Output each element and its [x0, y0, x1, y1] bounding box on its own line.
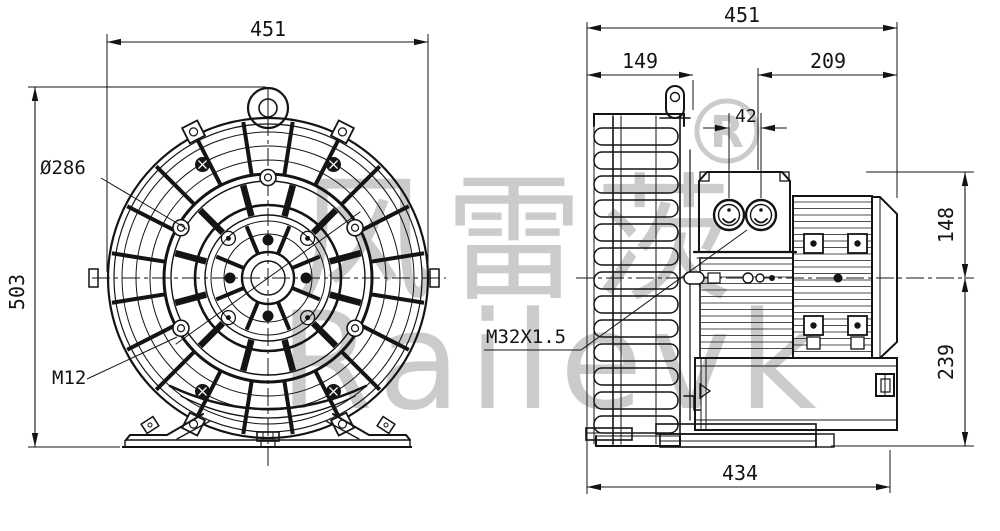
dim-motor-length: 209: [810, 49, 846, 73]
registered-trademark-icon: R: [694, 98, 760, 164]
dim-axis-height: 239: [934, 344, 958, 380]
svg-text:R: R: [710, 107, 744, 158]
cable-gland-right: [744, 198, 778, 232]
dim-front-overall-height: 503: [5, 274, 29, 310]
label-cable-gland-thread: M32X1.5: [486, 326, 566, 348]
label-guard-diameter: Ø286: [40, 157, 86, 179]
dim-housing-width: 149: [622, 49, 658, 73]
dim-side-overall-width: 451: [724, 3, 760, 27]
front-centerlines: [92, 88, 446, 470]
side-dimensions: 451 149 209 42 148 239 434 M32X1.5: [484, 3, 974, 494]
cable-gland-left: [712, 198, 746, 232]
shaft-details: [683, 271, 843, 285]
base-silencer-box: [694, 357, 898, 431]
dim-front-overall-width: 451: [250, 17, 286, 41]
motor-mount-blocks: [803, 233, 868, 350]
front-view: 451 503 Ø286 M12: [5, 17, 446, 470]
lifting-eye-front: [246, 86, 290, 130]
base-plate: [585, 423, 835, 448]
front-dimensions: 451 503 Ø286 M12: [5, 17, 429, 448]
lifting-eye-side: [659, 85, 691, 119]
dim-height-above-axis: 148: [934, 207, 958, 243]
side-view: 451 149 209 42 148 239 434 M32X1.5: [484, 3, 974, 494]
fan-guard-spokes: [111, 119, 425, 437]
fan-guard: [88, 116, 440, 440]
dim-gland-spacing: 42: [735, 106, 757, 127]
terminal-box: [692, 171, 798, 259]
label-mount-thread: M12: [52, 367, 86, 389]
mounting-feet: [122, 413, 412, 448]
dim-base-length: 434: [722, 461, 758, 485]
motor-body: [683, 195, 898, 359]
